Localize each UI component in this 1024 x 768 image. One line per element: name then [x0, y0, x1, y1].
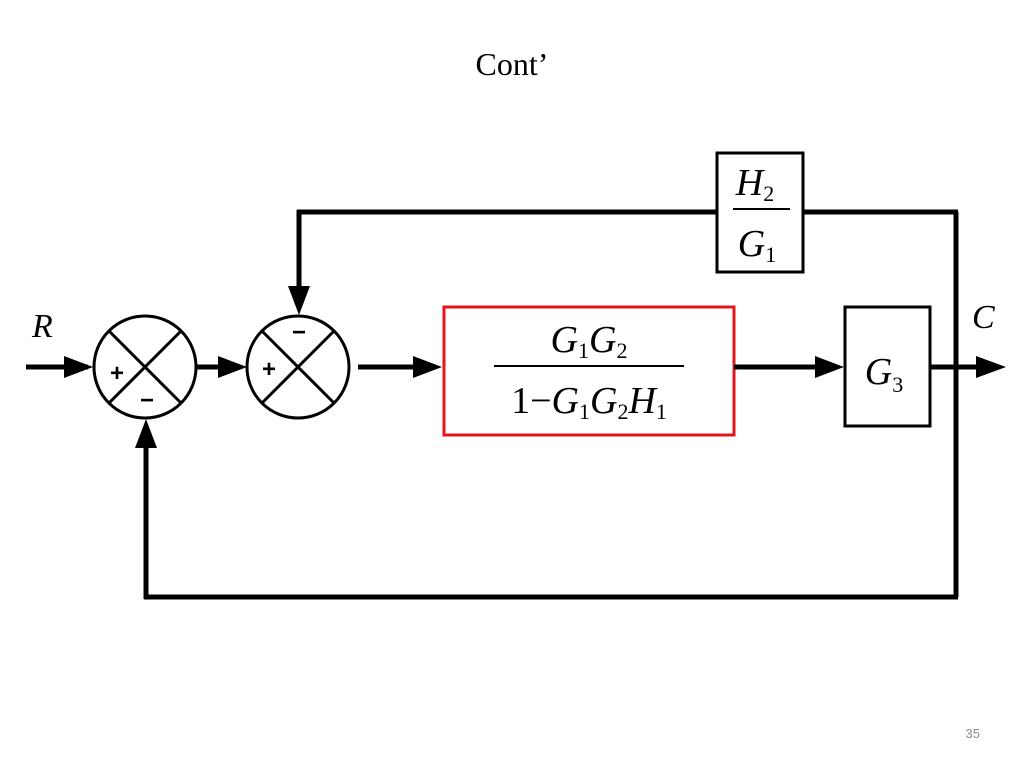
g3-input-arrowhead [815, 356, 844, 378]
summing-junction-2: + − [245, 314, 351, 420]
junction2-minus-sign: − [292, 319, 306, 346]
junction2-feedback-arrowhead [288, 286, 310, 315]
output-label-c: C [972, 299, 995, 336]
junction1-feedback-arrowhead [135, 419, 157, 448]
output-arrowhead [976, 356, 1006, 378]
slide-page-number: 35 [965, 726, 980, 741]
junction1-minus-sign: − [140, 387, 154, 414]
forward-transfer-block: G1G2 1−G1G2H1 [442, 305, 736, 437]
feedback-block-denominator: G1 [738, 223, 776, 267]
junction1-plus-sign: + [110, 360, 124, 387]
summing-junction-1: + − [92, 314, 198, 420]
forward-block-denominator: 1−G1G2H1 [511, 380, 667, 424]
forward-block-input-arrowhead [413, 356, 442, 378]
g3-block: G3 [843, 305, 932, 428]
junction2-plus-sign: + [262, 356, 276, 383]
forward-block-numerator: G1G2 [551, 319, 628, 363]
junction2-input-arrowhead [218, 356, 247, 378]
feedback-block-numerator: H2 [735, 162, 774, 206]
g3-block-label: G3 [865, 351, 903, 397]
slide-title: Cont’ [475, 46, 549, 82]
input-label-r: R [31, 308, 53, 345]
input-arrowhead [64, 356, 93, 378]
feedback-h2-g1-block: H2 G1 [715, 151, 805, 274]
